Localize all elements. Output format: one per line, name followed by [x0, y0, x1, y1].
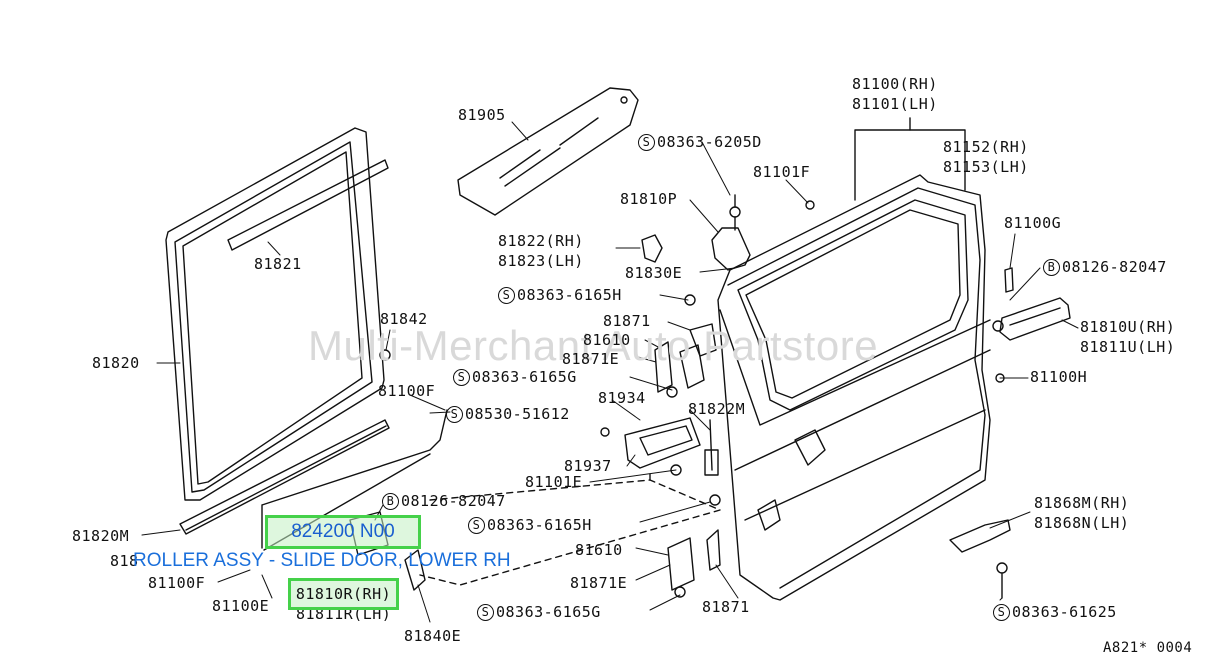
screw-s-icon: S	[993, 604, 1010, 621]
screw-s-icon: S	[477, 604, 494, 621]
label-81868m-rh[interactable]: 81868M(RH)	[1034, 494, 1130, 512]
label-81820[interactable]: 81820	[92, 354, 140, 372]
bolt-b-icon: B	[1043, 259, 1060, 276]
label-81100g[interactable]: 81100G	[1004, 214, 1062, 232]
screw-s-icon: S	[453, 369, 470, 386]
label-81101lh[interactable]: 81101(LH)	[852, 95, 938, 113]
label-81871e-bottom[interactable]: 81871E	[570, 574, 628, 592]
weatherstrip-81820	[165, 127, 385, 501]
label-818-partial[interactable]: 818	[110, 552, 139, 570]
label-81100rh[interactable]: 81100(RH)	[852, 75, 938, 93]
screw-s-icon: S	[498, 287, 515, 304]
label-81830e[interactable]: 81830E	[625, 264, 683, 282]
label-81610-bottom[interactable]: 81610	[575, 541, 623, 559]
label-81820m[interactable]: 81820M	[72, 527, 130, 545]
strip-81820M	[179, 419, 390, 535]
label-81937[interactable]: 81937	[564, 457, 612, 475]
label-81811u-lh[interactable]: 81811U(LH)	[1080, 338, 1176, 356]
label-81934[interactable]: 81934	[598, 389, 646, 407]
label-81842[interactable]: 81842	[380, 310, 428, 328]
label-81100f-bottom[interactable]: 81100F	[148, 574, 206, 592]
label-81871e-top[interactable]: 81871E	[562, 350, 620, 368]
label-81810p[interactable]: 81810P	[620, 190, 678, 208]
label-81610-top[interactable]: 81610	[583, 331, 631, 349]
label-81153lh[interactable]: 81153(LH)	[943, 158, 1029, 176]
screw-s-icon: S	[468, 517, 485, 534]
part-number-callout[interactable]: 824200 N00	[265, 515, 421, 549]
label-81823lh[interactable]: 81823(LH)	[498, 252, 584, 270]
label-81871-top[interactable]: 81871	[603, 312, 651, 330]
label-81810u-rh[interactable]: 81810U(RH)	[1080, 318, 1176, 336]
label-81100h[interactable]: 81100H	[1030, 368, 1088, 386]
drawing-reference: A821* 0004	[1103, 640, 1193, 656]
label-81868n-lh[interactable]: 81868N(LH)	[1034, 514, 1130, 532]
label-81905[interactable]: 81905	[458, 106, 506, 124]
glass-81905	[457, 87, 639, 216]
reference-dash-lines	[419, 469, 721, 586]
label-81822m[interactable]: 81822M	[688, 400, 746, 418]
screw-s-icon: S	[446, 406, 463, 423]
leader-lines	[141, 121, 1079, 623]
label-81871-bottom[interactable]: 81871	[702, 598, 750, 616]
bolt-b-icon: B	[382, 493, 399, 510]
label-81810r-rh-highlight[interactable]: 81810R(RH)	[288, 578, 399, 610]
label-81100e[interactable]: 81100E	[212, 597, 270, 615]
hinge-parts	[349, 194, 1071, 599]
part-description: ROLLER ASSY - SLIDE DOOR, LOWER RH	[133, 550, 511, 571]
label-81100f-top[interactable]: 81100F	[378, 382, 436, 400]
label-81840e[interactable]: 81840E	[404, 627, 462, 645]
label-81101f[interactable]: 81101F	[753, 163, 811, 181]
label-81822rh[interactable]: 81822(RH)	[498, 232, 584, 250]
label-81101e[interactable]: 81101E	[525, 473, 583, 491]
label-81821[interactable]: 81821	[254, 255, 302, 273]
molding-81821	[227, 159, 389, 251]
label-81152rh[interactable]: 81152(RH)	[943, 138, 1029, 156]
screw-s-icon: S	[638, 134, 655, 151]
door-panel-81100	[717, 117, 991, 601]
watermark: Multi-Merchant Auto Partstore	[308, 322, 879, 369]
